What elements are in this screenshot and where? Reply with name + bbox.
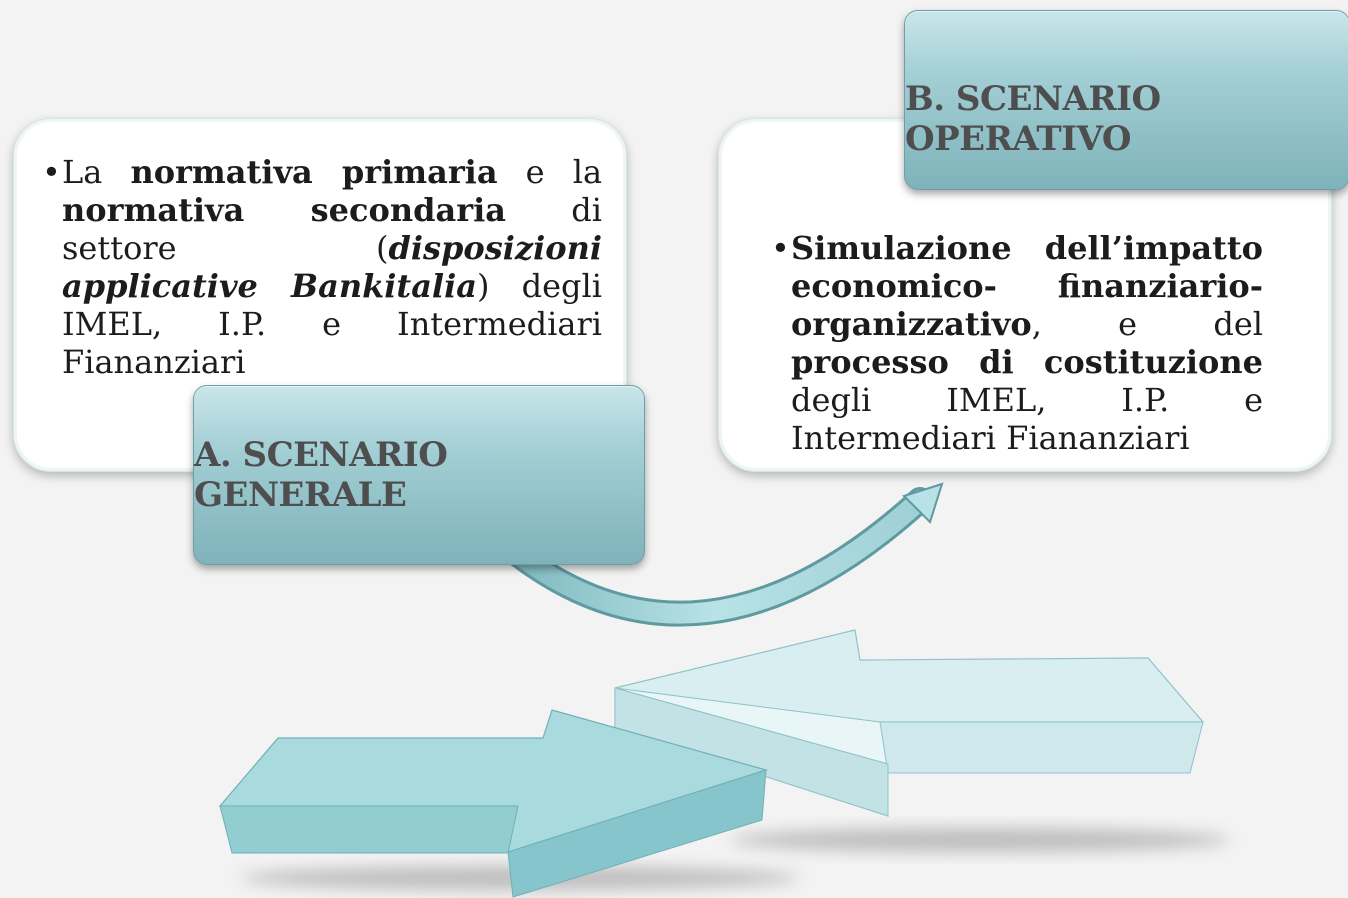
arrow-shadow-right	[730, 828, 1230, 852]
text-run: di settore (	[62, 191, 602, 267]
label-scenario-generale: A. SCENARIO GENERALE	[193, 385, 645, 565]
text-run: ) degli IMEL, I.P. e Intermediari Fianan…	[62, 267, 603, 381]
text-run-bold: normativa primaria	[130, 153, 498, 191]
text-run: e la	[497, 153, 603, 191]
text-run-bold-italic: disposizioni applicative Bankitalia	[62, 229, 602, 305]
text-run: , e del	[1031, 305, 1263, 343]
text-run-bold: Simulazione dell’impatto economico- fina…	[791, 229, 1263, 343]
arrow-right-pointing	[218, 709, 769, 898]
text-run-bold: processo di costituzione	[791, 343, 1263, 381]
text-run-bold: normativa secondaria	[62, 191, 506, 229]
bullet: •	[771, 229, 790, 267]
label-scenario-operativo: B. SCENARIO OPERATIVO	[904, 10, 1348, 190]
text-run: degli IMEL, I.P. e Intermediari Fiananzi…	[791, 381, 1263, 457]
card-b-text: •Simulazione dell’impatto economico- fin…	[771, 229, 1263, 457]
label-a-text: A. SCENARIO GENERALE	[194, 435, 448, 515]
label-b-text: B. SCENARIO OPERATIVO	[905, 79, 1161, 159]
bullet: •	[42, 153, 61, 191]
curved-connector-arrow	[497, 482, 944, 627]
text-run: La	[62, 153, 131, 191]
card-a-text: •La normativa primaria e la normativa se…	[42, 153, 603, 381]
